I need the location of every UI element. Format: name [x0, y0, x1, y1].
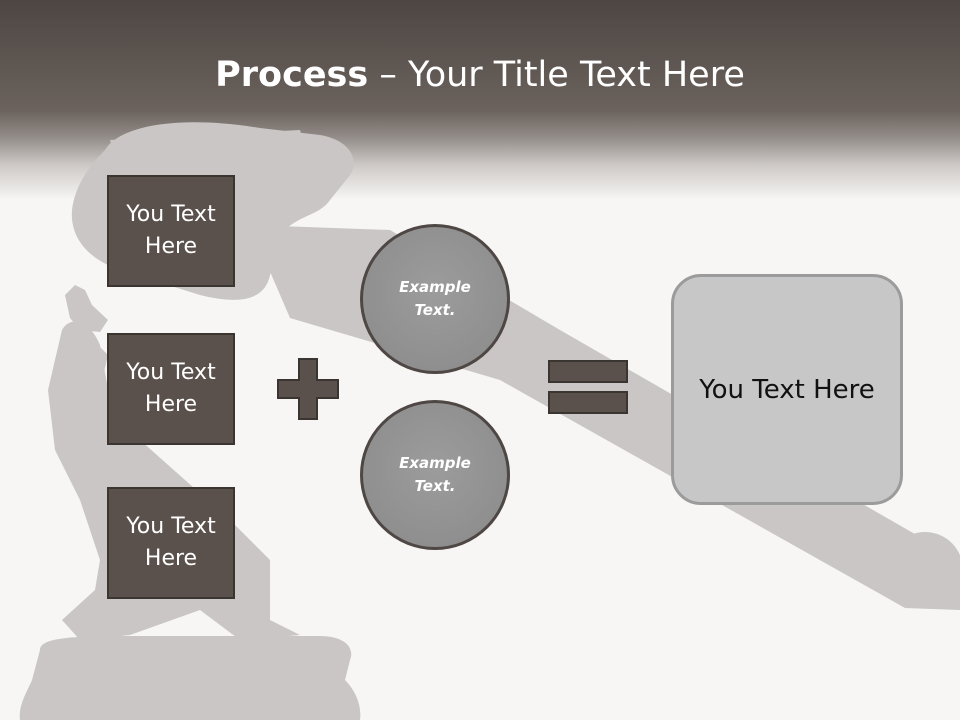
- text-box-1[interactable]: You Text Here: [107, 175, 235, 287]
- result-box[interactable]: You Text Here: [671, 274, 903, 505]
- plus-icon: [277, 358, 339, 420]
- result-box-label: You Text Here: [699, 374, 875, 405]
- slide-title: Process – Your Title Text Here: [0, 52, 960, 98]
- text-box-3-label: You Text Here: [126, 514, 216, 571]
- title-rest: – Your Title Text Here: [368, 55, 745, 95]
- title-bold: Process: [215, 55, 369, 95]
- example-circle-2-label: Example Text.: [399, 454, 471, 495]
- example-circle-1[interactable]: Example Text.: [360, 224, 510, 374]
- text-box-3[interactable]: You Text Here: [107, 487, 235, 599]
- text-box-2[interactable]: You Text Here: [107, 333, 235, 445]
- text-box-1-label: You Text Here: [126, 202, 216, 259]
- example-circle-2[interactable]: Example Text.: [360, 400, 510, 550]
- equals-icon: [548, 360, 628, 414]
- example-circle-1-label: Example Text.: [399, 278, 471, 319]
- text-box-2-label: You Text Here: [126, 360, 216, 417]
